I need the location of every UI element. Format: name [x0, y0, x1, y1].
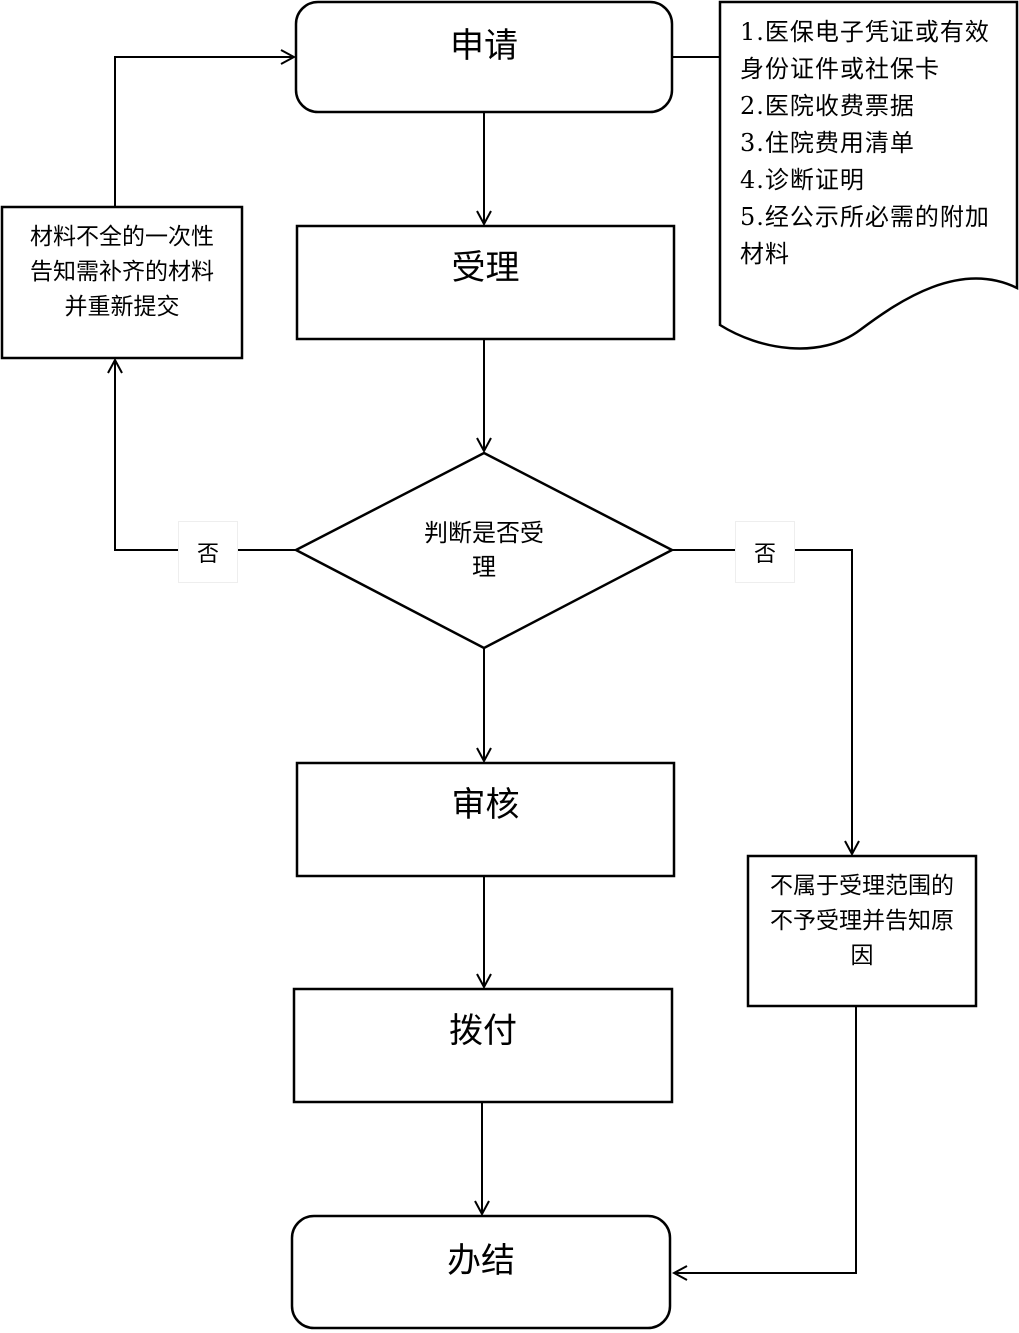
- materials-list: 1.医保电子凭证或有效身份证件或社保卡 2.医院收费票据 3.住院费用清单 4.…: [740, 14, 1010, 273]
- complete-node-shape: [290, 1214, 672, 1330]
- accept-node-shape: [295, 224, 676, 341]
- edge-label-no-right: 否: [735, 521, 795, 583]
- decision-node: 判断是否受理: [424, 519, 544, 581]
- payment-node: 拨付: [449, 1010, 517, 1051]
- accept-node: 受理: [451, 247, 520, 288]
- materials-item: 1.医保电子凭证或有效身份证件或社保卡: [740, 18, 990, 83]
- materials-document-shape: [718, 0, 1019, 350]
- edge-label-no-left: 否: [178, 521, 238, 583]
- incomplete-node: 材料不全的一次性告知需补齐的材料并重新提交: [30, 223, 214, 320]
- review-node-shape: [295, 761, 676, 878]
- complete-node: 办结: [447, 1240, 515, 1281]
- materials-item: 4.诊断证明: [740, 166, 865, 194]
- materials-item: 3.住院费用清单: [740, 129, 915, 157]
- rejected-node-shape: [746, 854, 978, 1008]
- review-node: 审核: [451, 784, 520, 825]
- materials-item: 5.经公示所必需的附加材料: [740, 203, 990, 268]
- rejected-node: 不属于受理范围的不予受理并告知原因: [770, 872, 954, 969]
- apply-node: 申请: [450, 25, 518, 66]
- materials-item: 2.医院收费票据: [740, 92, 915, 120]
